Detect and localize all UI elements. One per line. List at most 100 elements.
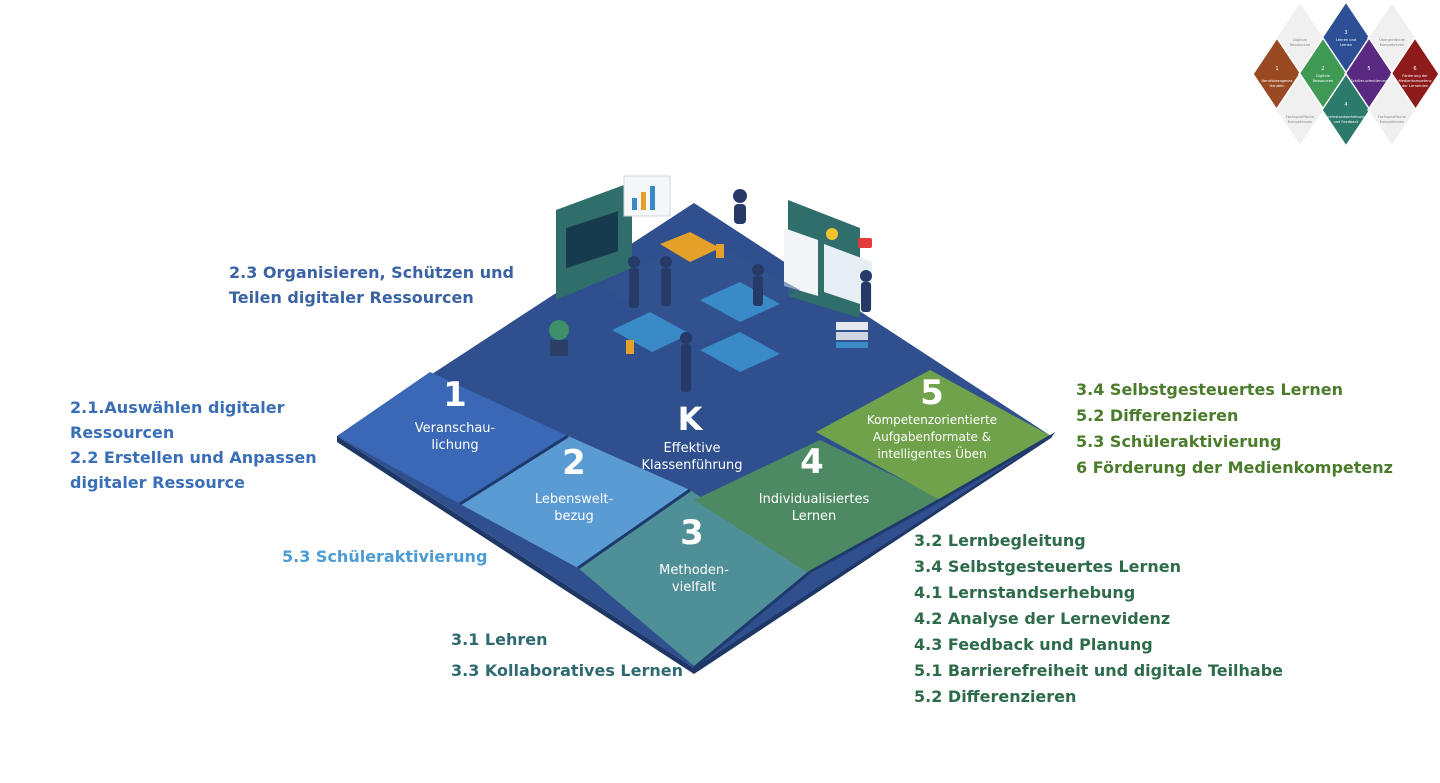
tile-4-label-1: Individualisiertes: [759, 492, 870, 507]
desk: [700, 282, 780, 322]
logo-number: 1: [1275, 66, 1278, 72]
logo-text: Lernen: [1340, 43, 1352, 47]
label-line: 2.2 Erstellen und Anpassen: [70, 448, 317, 467]
tile-2-number: 2: [562, 443, 586, 483]
logo-text: der Lernenden: [1402, 84, 1428, 88]
logo-number: 4: [1344, 102, 1347, 108]
desk: [700, 332, 780, 372]
label-top-left: 2.3 Organisieren, Schützen und Teilen di…: [229, 260, 514, 310]
logo-text: Fachspezifische: [1286, 115, 1315, 119]
label-line: 3.2 Lernbegleitung: [914, 531, 1086, 550]
tile-k-label-1: Effektive: [663, 441, 720, 456]
logo-text: Digitale: [1316, 74, 1331, 78]
scene-floor: [600, 236, 800, 346]
tile-3-number: 3: [680, 513, 704, 553]
tile-1-number: 1: [443, 375, 467, 415]
tile-k: [337, 203, 1051, 668]
logo-text: Handeln: [1270, 84, 1285, 88]
tile-1-label-1: Veranschau-: [415, 421, 496, 436]
logo-text: Lernstandserhebung: [1328, 115, 1365, 119]
logo-text: Kompetenzen: [1288, 120, 1313, 124]
label-line: 4.2 Analyse der Lernevidenz: [914, 609, 1171, 628]
tile-5-label-3: intelligentes Üben: [877, 445, 986, 461]
logo-text: Medienkompetenz: [1398, 79, 1431, 83]
classroom-scene: [549, 175, 872, 392]
label-line: 2.3 Organisieren, Schützen und: [229, 263, 514, 282]
logo-text: Kompetenzen: [1380, 43, 1405, 47]
chairs: [626, 244, 724, 354]
logo-text: Förderung der: [1402, 74, 1428, 78]
tile-5-label-2: Aufgabenformate &: [873, 430, 991, 444]
tile-k-label-2: Klassenführung: [641, 458, 742, 473]
desk: [660, 232, 720, 262]
tile-5-number: 5: [920, 373, 944, 413]
label-line: 3.4 Selbstgesteuertes Lernen: [914, 557, 1182, 576]
tile-k-letter: K: [678, 400, 704, 438]
label-bottom: 3.1 Lehren 3.3 Kollaboratives Lernen: [451, 624, 683, 686]
logo-text: und Feedback: [1333, 120, 1359, 124]
logo-text: Ressourcen: [1313, 79, 1334, 83]
screen-right-2: [824, 244, 872, 308]
logo-number: 2: [1321, 66, 1324, 72]
label-mid-left: 5.3 Schüleraktivierung: [282, 544, 487, 569]
people: [628, 189, 872, 392]
label-line: 5.2 Differenzieren: [1076, 406, 1239, 425]
chart-bar: [650, 186, 655, 210]
label-line: 4.1 Lernstandserhebung: [914, 583, 1136, 602]
label-line: digitaler Ressource: [70, 473, 245, 492]
chart-panel: [623, 175, 671, 217]
logo-text: Fachspezifische: [1378, 115, 1407, 119]
label-line: 3.4 Selbstgesteuertes Lernen: [1076, 380, 1344, 399]
tile-3-label-2: vielfalt: [672, 580, 716, 595]
tile-4-label-2: Lernen: [792, 509, 837, 524]
label-line: 5.1 Barrierefreiheit und digitale Teilha…: [914, 661, 1284, 680]
logo-number: 6: [1413, 66, 1416, 72]
tile-4-number: 4: [800, 442, 824, 482]
label-line: Teilen digitaler Ressourcen: [229, 288, 474, 307]
logo-number: 3: [1344, 30, 1347, 36]
logo-diamond: [1367, 72, 1417, 148]
label-line: 6 Förderung der Medienkompetenz: [1076, 458, 1393, 477]
tile-separators: [459, 434, 1052, 670]
screen-right: [784, 228, 818, 296]
label-left: 2.1.Auswählen digitaler Ressourcen 2.2 E…: [70, 395, 317, 495]
plant: [549, 320, 569, 340]
logo-text: Übergreifende: [1379, 37, 1405, 42]
logo-text: Ressourcen: [1290, 43, 1311, 47]
tile-2-label-2: bezug: [554, 509, 594, 524]
label-line: 2.1.Auswählen digitaler: [70, 398, 285, 417]
chart-bar: [641, 192, 646, 210]
tile-5: [816, 370, 1051, 500]
label-line: 5.2 Differenzieren: [914, 687, 1077, 706]
logo-diamond: [1275, 72, 1325, 148]
blackboard: [566, 211, 618, 269]
label-line: 5.3 Schüleraktivierung: [282, 547, 488, 566]
desk: [612, 312, 690, 352]
label-line: 3.3 Kollaboratives Lernen: [451, 661, 683, 680]
label-line: 5.3 Schüleraktivierung: [1076, 432, 1282, 451]
books: [836, 342, 868, 348]
chart-bar: [632, 198, 637, 210]
logo-number: 5: [1367, 66, 1370, 72]
tile-3-label-1: Methoden-: [659, 563, 729, 578]
tile-4: [694, 440, 940, 574]
logo-text: Berufsbezogenes: [1262, 79, 1293, 83]
tile-5-label-1: Kompetenzorientierte: [867, 413, 997, 427]
books: [836, 322, 868, 330]
emoji-icon: [826, 228, 838, 240]
logo-text: Kompetenzen: [1380, 120, 1405, 124]
label-line: Ressourcen: [70, 423, 175, 442]
logo-text: Schüler-orientierung: [1351, 79, 1388, 83]
label-line: 3.1 Lehren: [451, 630, 548, 649]
label-right: 3.4 Selbstgesteuertes Lernen 5.2 Differe…: [1076, 377, 1393, 481]
plant-pot: [550, 340, 568, 356]
tile-1-label-2: lichung: [431, 438, 478, 453]
video-icon: [858, 238, 872, 248]
logo-diamond: [1321, 72, 1371, 148]
tile-2-label-1: Lebenswelt-: [535, 492, 614, 507]
books: [836, 332, 868, 340]
logo-text: Digitale: [1293, 38, 1308, 42]
logo-text: Lehren und: [1336, 38, 1356, 42]
